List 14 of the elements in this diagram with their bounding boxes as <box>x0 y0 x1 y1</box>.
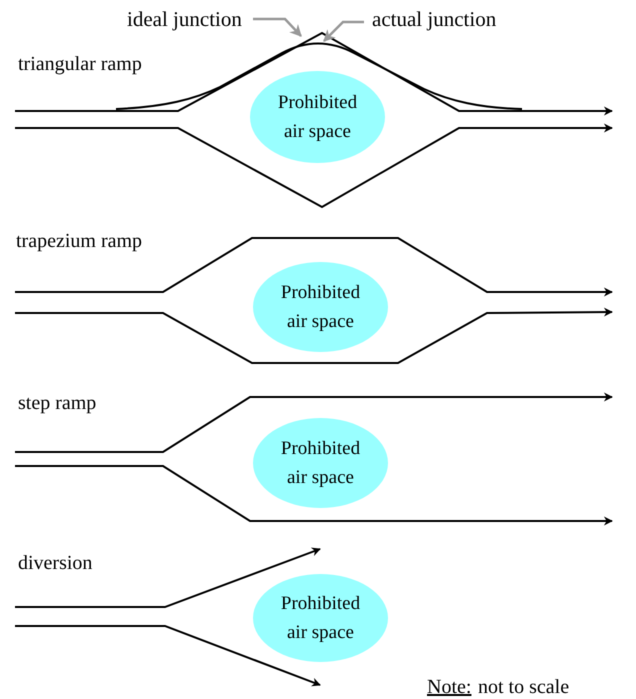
leader-line <box>253 18 302 37</box>
leader-line <box>323 20 364 42</box>
section-label: step ramp <box>18 391 96 416</box>
section-label: not to scale <box>478 675 570 699</box>
prohibited-zone-ellipse: Prohibited air space <box>250 71 385 163</box>
callout-label: actual junction <box>372 4 532 34</box>
prohibited-zone-ellipse: Prohibited air space <box>253 418 388 508</box>
callout-label: ideal junction <box>127 4 253 34</box>
section-label: trapezium ramp <box>16 229 142 254</box>
section-label: triangular ramp <box>18 52 142 77</box>
prohibited-zone-ellipse: Prohibited air space <box>253 574 388 662</box>
section-label: diversion <box>18 551 92 576</box>
note-heading: Note: <box>427 675 472 699</box>
prohibited-zone-ellipse: Prohibited air space <box>253 262 388 352</box>
